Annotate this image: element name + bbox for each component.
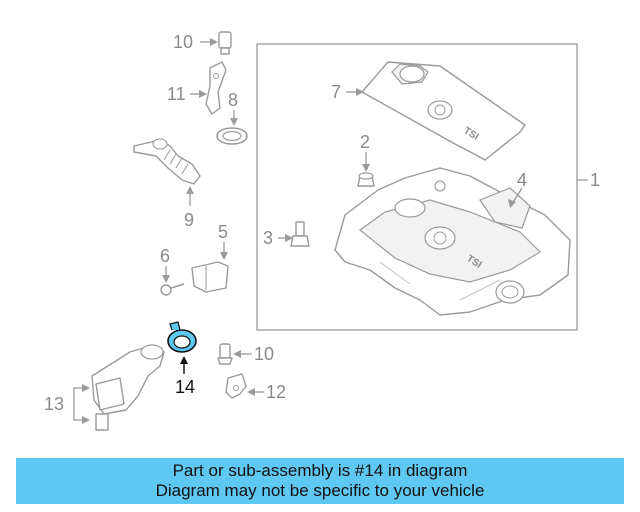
callout-13: 13 <box>44 394 64 414</box>
info-banner: Part or sub-assembly is #14 in diagram D… <box>16 458 624 504</box>
banner-line-1: Part or sub-assembly is #14 in diagram <box>172 461 468 480</box>
arrow-10a <box>210 38 218 46</box>
callout-3: 3 <box>263 228 273 248</box>
part-12-bracket <box>225 373 247 399</box>
callout-9: 9 <box>184 210 194 230</box>
callout-12: 12 <box>266 382 286 402</box>
arrow-2 <box>362 164 370 172</box>
part-8-seal <box>216 127 248 145</box>
assembly-frame <box>256 43 578 331</box>
callout-10a: 10 <box>173 32 193 52</box>
arrow-14 <box>180 356 188 364</box>
part-6-screw <box>160 283 185 296</box>
part-2-stud <box>357 172 375 187</box>
callout-1: 1 <box>590 170 600 190</box>
arrow-11 <box>199 90 207 98</box>
banner-line-2: Diagram may not be specific to your vehi… <box>155 481 485 500</box>
callout-2: 2 <box>360 132 370 152</box>
callout-10b: 10 <box>254 344 274 364</box>
part-9-hose <box>133 138 201 185</box>
leader-13 <box>73 387 84 421</box>
part-1-engine-cover: TSI <box>334 167 571 316</box>
part-3-bolt <box>290 221 310 247</box>
arrow-12 <box>247 388 255 396</box>
arrow-5 <box>220 252 228 260</box>
callout-14: 14 <box>175 377 195 397</box>
callout-6: 6 <box>160 246 170 266</box>
callout-4: 4 <box>517 170 527 190</box>
arrow-8 <box>230 118 238 126</box>
arrow-3 <box>285 234 293 242</box>
part-10-sensor-lower <box>217 343 233 365</box>
callout-8: 8 <box>228 90 238 110</box>
callout-7: 7 <box>331 82 341 102</box>
arrow-10b <box>233 350 241 358</box>
part-7-cover-plate: TSI <box>361 61 526 161</box>
arrow-13a <box>82 384 90 392</box>
arrow-6 <box>162 275 170 283</box>
arrow-7 <box>356 88 364 96</box>
arrow-13b <box>82 416 90 424</box>
arrow-4 <box>508 199 516 208</box>
part-14-clamp <box>167 321 197 353</box>
part-5-sensor <box>191 261 229 293</box>
callout-11: 11 <box>167 84 186 104</box>
part-10-sensor-top <box>218 31 232 55</box>
part-11-bracket <box>205 61 227 115</box>
callout-5: 5 <box>218 222 228 242</box>
part-13-intake-duct <box>91 344 165 431</box>
arrow-9 <box>186 186 194 194</box>
